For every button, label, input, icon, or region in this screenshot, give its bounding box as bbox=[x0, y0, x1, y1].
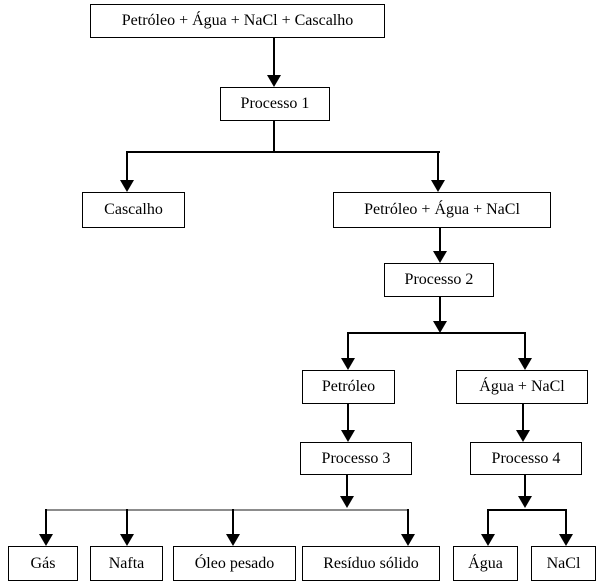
arrow-down-icon bbox=[120, 534, 134, 546]
connector-line bbox=[45, 509, 47, 534]
connector-line bbox=[126, 151, 128, 180]
node-process-3: Processo 3 bbox=[300, 442, 412, 475]
connector-line bbox=[347, 332, 349, 358]
node-cascalho: Cascalho bbox=[82, 192, 185, 228]
arrow-down-icon bbox=[341, 430, 355, 442]
arrow-down-icon bbox=[481, 534, 495, 546]
connector-line bbox=[126, 151, 440, 153]
connector-line bbox=[126, 509, 128, 534]
arrow-down-icon bbox=[39, 534, 53, 546]
connector-line bbox=[232, 509, 234, 534]
arrow-down-icon bbox=[516, 430, 530, 442]
connector-line bbox=[565, 509, 567, 534]
connector-line-gray bbox=[46, 509, 409, 511]
node-mixture-full: Petróleo + Água + NaCl + Cascalho bbox=[90, 4, 385, 38]
connector-line bbox=[439, 297, 441, 321]
node-process-2: Processo 2 bbox=[384, 263, 494, 297]
arrow-down-icon bbox=[433, 321, 447, 333]
arrow-down-icon bbox=[559, 534, 573, 546]
arrow-down-icon bbox=[120, 180, 134, 192]
arrow-down-icon bbox=[401, 534, 415, 546]
connector-line bbox=[439, 228, 441, 251]
arrow-down-icon bbox=[431, 180, 445, 192]
arrow-down-icon bbox=[433, 251, 447, 263]
connector-line bbox=[347, 404, 349, 430]
connector-line bbox=[273, 38, 275, 75]
node-residuo-solido: Resíduo sólido bbox=[302, 546, 440, 581]
connector-line bbox=[487, 509, 567, 511]
connector-line bbox=[407, 509, 409, 534]
node-gas: Gás bbox=[8, 546, 78, 581]
node-process-1: Processo 1 bbox=[220, 87, 330, 121]
node-process-4: Processo 4 bbox=[470, 442, 582, 475]
node-agua-nacl: Água + NaCl bbox=[456, 370, 588, 404]
connector-line bbox=[273, 121, 275, 153]
node-petroleo: Petróleo bbox=[302, 370, 395, 404]
node-oleo-pesado: Óleo pesado bbox=[173, 546, 296, 581]
connector-line bbox=[524, 332, 526, 358]
arrow-down-icon bbox=[518, 496, 532, 508]
arrow-down-icon bbox=[267, 75, 281, 87]
connector-line bbox=[347, 332, 526, 334]
connector-line bbox=[487, 509, 489, 534]
connector-line bbox=[522, 404, 524, 430]
connector-line bbox=[524, 475, 526, 496]
node-nafta: Nafta bbox=[90, 546, 163, 581]
connector-line bbox=[437, 151, 439, 180]
node-mixture-3: Petróleo + Água + NaCl bbox=[333, 192, 551, 228]
arrow-down-icon bbox=[340, 496, 354, 508]
arrow-down-icon bbox=[341, 358, 355, 370]
arrow-down-icon bbox=[518, 358, 532, 370]
arrow-down-icon bbox=[226, 534, 240, 546]
node-agua: Água bbox=[453, 546, 518, 581]
connector-line bbox=[346, 475, 348, 496]
node-nacl: NaCl bbox=[531, 546, 596, 581]
